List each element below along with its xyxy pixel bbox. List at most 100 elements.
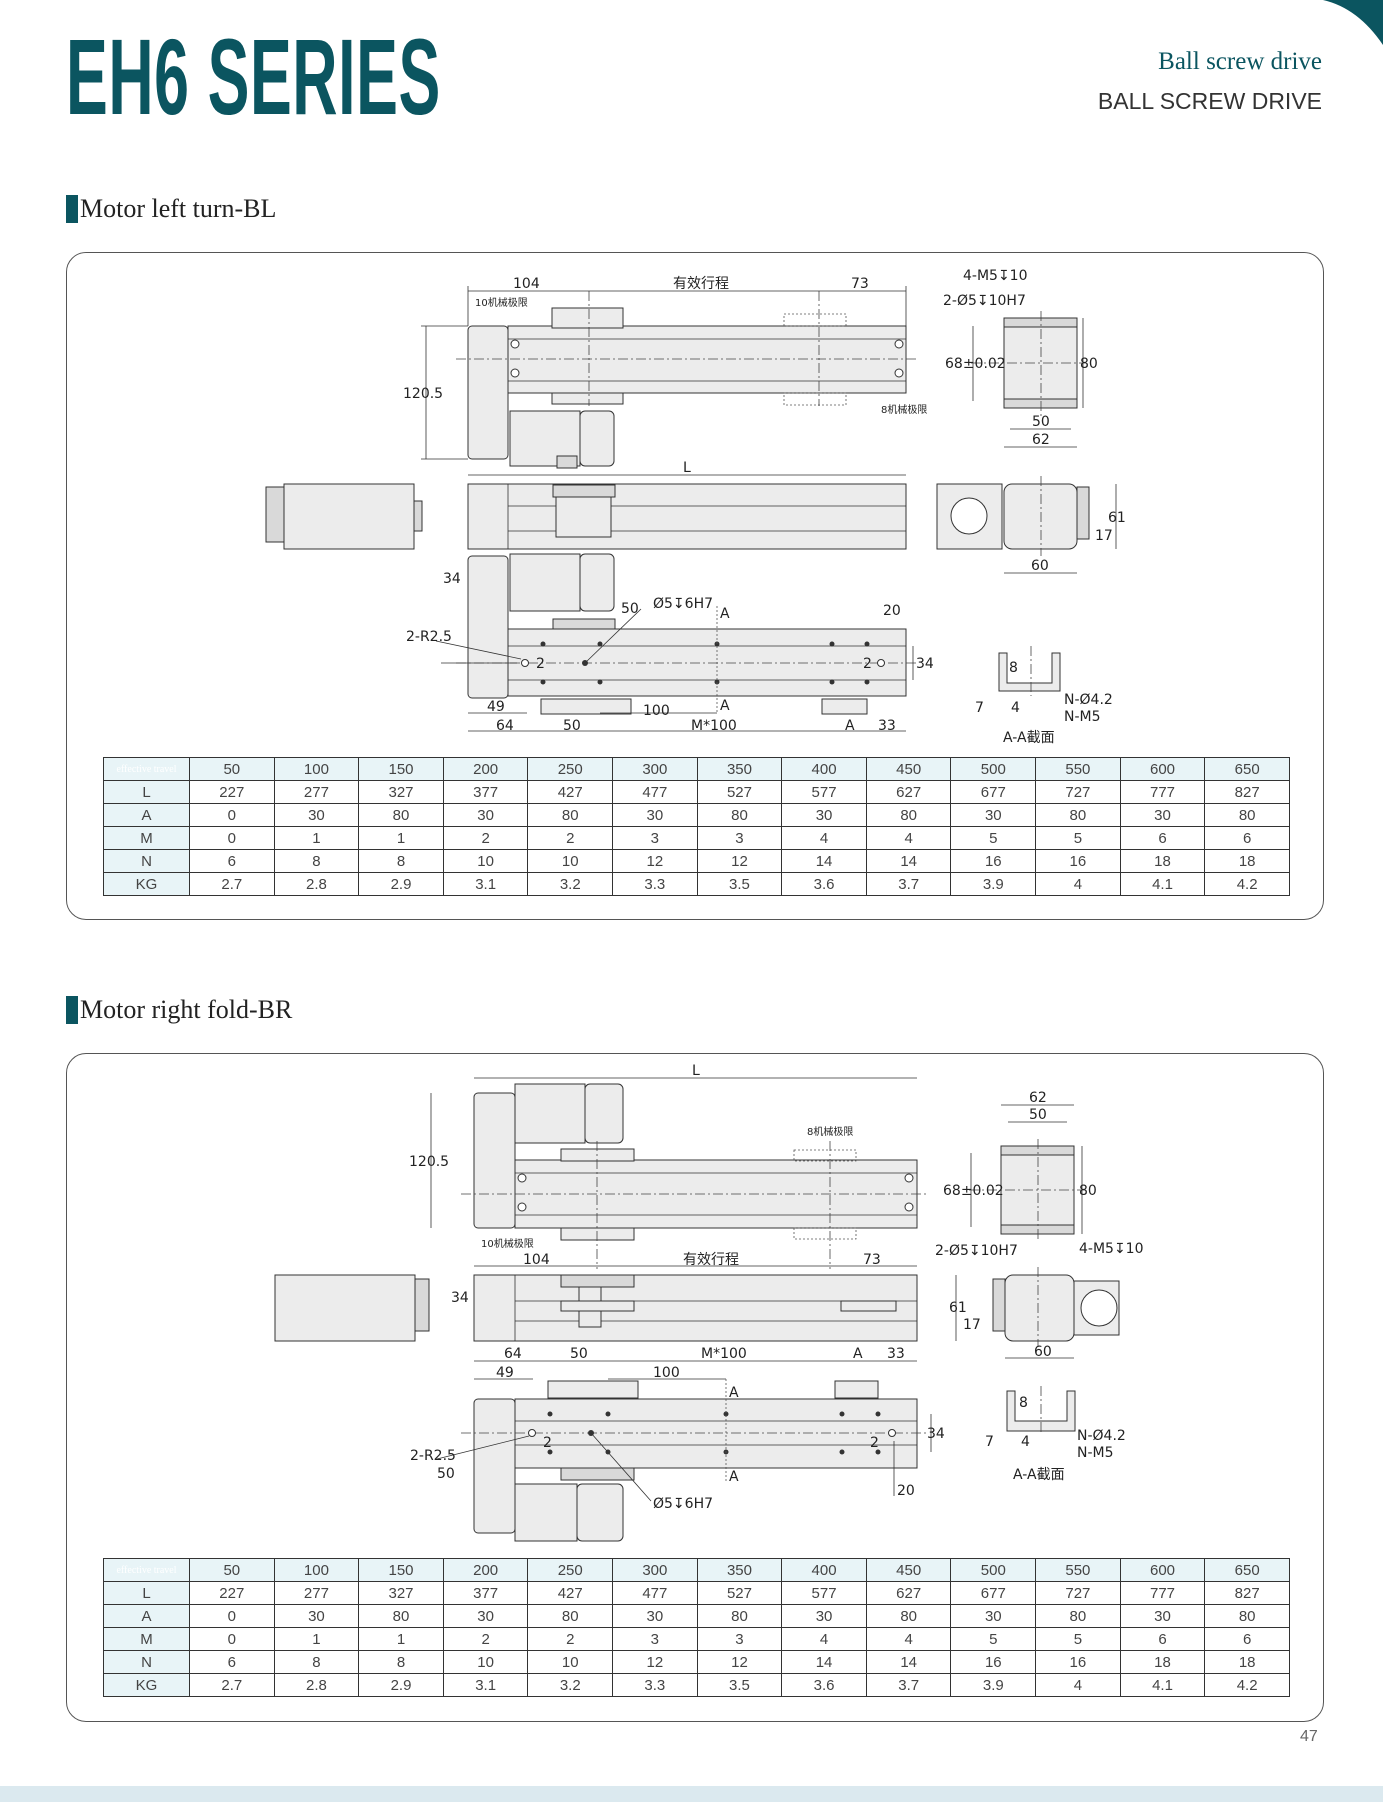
header-cell: 550 bbox=[1035, 757, 1121, 781]
dim-73: 73 bbox=[863, 1252, 881, 1268]
table-cell: 16 bbox=[1035, 1650, 1121, 1674]
dim-50-carriage: 50 bbox=[563, 718, 581, 734]
dim-104: 104 bbox=[523, 1252, 550, 1268]
dim-50-pin: 50 bbox=[437, 1466, 455, 1482]
table-cell: 327 bbox=[358, 780, 444, 804]
table-cell: 8 bbox=[358, 1650, 444, 1674]
table-cell: 30 bbox=[781, 1604, 867, 1628]
section-mark-a-bottom: A bbox=[720, 698, 730, 714]
header-cell: 650 bbox=[1204, 757, 1290, 781]
dim-68: 68±0.02 bbox=[943, 1183, 1004, 1199]
table-cell: 30 bbox=[442, 803, 529, 827]
table-cell: 80 bbox=[865, 1604, 952, 1628]
table-cell: 3.7 bbox=[865, 872, 952, 896]
table-cell: 6 bbox=[1119, 826, 1206, 850]
table-cell: 3.9 bbox=[950, 872, 1037, 896]
dim-50-pin: 50 bbox=[621, 601, 639, 617]
table-cell: 80 bbox=[865, 803, 952, 827]
header-cell: 650 bbox=[1204, 1558, 1290, 1582]
table-cell: 527 bbox=[696, 780, 783, 804]
dim-limit-8: 8机械极限 bbox=[881, 403, 927, 416]
table-cell: 4.2 bbox=[1204, 872, 1290, 896]
table-cell: 777 bbox=[1119, 1581, 1206, 1605]
table-cell: 80 bbox=[1204, 1604, 1290, 1628]
table-cell: 0 bbox=[189, 803, 275, 827]
header-cell: 300 bbox=[612, 1558, 698, 1582]
dim-34-side: 34 bbox=[451, 1290, 469, 1306]
section-a-a: 8 7 4 N-Ø4.2 N-M5 A-A截面 bbox=[975, 646, 1113, 746]
table-cell: 577 bbox=[781, 780, 867, 804]
header-cell: 250 bbox=[527, 1558, 614, 1582]
header-cell: 100 bbox=[273, 757, 360, 781]
table-cell: 18 bbox=[1119, 849, 1206, 873]
dim-120-5: 120.5 bbox=[403, 386, 443, 402]
table-cell: 4 bbox=[865, 1627, 952, 1651]
dim-17: 17 bbox=[963, 1317, 981, 1333]
bottom-view: 64 50 M*100 A 33 49 100 A 34 2 2 2-R2.5 … bbox=[410, 1346, 945, 1542]
table-cell: 30 bbox=[612, 1604, 698, 1628]
dim-n-4-2: N-Ø4.2 bbox=[1077, 1428, 1126, 1444]
header-cell: 200 bbox=[442, 757, 529, 781]
table-cell: 627 bbox=[865, 780, 952, 804]
table-cell: 16 bbox=[950, 1650, 1037, 1674]
dim-2-right: 2 bbox=[870, 1435, 879, 1451]
section-mark-a-top: A bbox=[720, 606, 730, 622]
table-cell: 3 bbox=[696, 826, 783, 850]
dim-m-100: M*100 bbox=[691, 718, 737, 734]
table-cell: 18 bbox=[1204, 849, 1290, 873]
table-cell: 2 bbox=[442, 1627, 529, 1651]
dim-20: 20 bbox=[897, 1483, 915, 1499]
table-cell: 2.7 bbox=[189, 1673, 275, 1697]
dim-34-rail: 34 bbox=[916, 656, 934, 672]
header-cell: 500 bbox=[950, 1558, 1037, 1582]
page-number: 47 bbox=[1300, 1728, 1318, 1745]
table-cell: 80 bbox=[358, 803, 444, 827]
section-mark-a-bottom: A bbox=[729, 1469, 739, 1485]
table-cell: 3.2 bbox=[527, 1673, 614, 1697]
footer-band bbox=[0, 1786, 1383, 1802]
dim-61: 61 bbox=[949, 1300, 967, 1316]
heading-bar bbox=[66, 996, 78, 1024]
table-cell: 4 bbox=[1035, 872, 1121, 896]
dim-61: 61 bbox=[1108, 510, 1126, 526]
section-title: Motor left turn-BL bbox=[80, 194, 277, 223]
header-cell: 600 bbox=[1119, 1558, 1206, 1582]
dim-r2-5: 2-R2.5 bbox=[410, 1448, 456, 1464]
table-cell: 30 bbox=[1119, 803, 1206, 827]
table-cell: 6 bbox=[1204, 1627, 1290, 1651]
header-cell: 50 bbox=[189, 757, 275, 781]
table-cell: 427 bbox=[527, 780, 614, 804]
header-cell: 350 bbox=[696, 1558, 783, 1582]
dim-n-4-2: N-Ø4.2 bbox=[1064, 692, 1113, 708]
table-cell: 8 bbox=[273, 1650, 360, 1674]
dim-L: L bbox=[692, 1063, 700, 1079]
row-label: M bbox=[103, 1627, 190, 1651]
table-cell: 227 bbox=[189, 780, 275, 804]
dim-a: A bbox=[845, 718, 855, 734]
table-cell: 10 bbox=[442, 1650, 529, 1674]
table-cell: 3.5 bbox=[696, 872, 783, 896]
table-cell: 277 bbox=[273, 780, 360, 804]
table-cell: 4 bbox=[781, 826, 867, 850]
dim-2-right: 2 bbox=[863, 656, 872, 672]
end-view-top: 62 50 68±0.02 80 2-Ø5↧10H7 4-M5↧10 bbox=[935, 1090, 1144, 1259]
table-cell: 5 bbox=[950, 1627, 1037, 1651]
table-cell: 677 bbox=[950, 780, 1037, 804]
dim-100: 100 bbox=[643, 703, 670, 719]
table-cell: 0 bbox=[189, 1604, 275, 1628]
table-cell: 8 bbox=[358, 849, 444, 873]
table-cell: 2.9 bbox=[358, 1673, 444, 1697]
dim-n-m5: N-M5 bbox=[1077, 1445, 1114, 1461]
dim-73: 73 bbox=[851, 276, 869, 292]
dim-100: 100 bbox=[653, 1365, 680, 1381]
table-cell: 3 bbox=[612, 826, 698, 850]
table-cell: 5 bbox=[950, 826, 1037, 850]
dim-pin-hole: 2-Ø5↧10H7 bbox=[935, 1243, 1018, 1259]
table-cell: 80 bbox=[1035, 803, 1121, 827]
subtitle-serif: Ball screw drive bbox=[1158, 48, 1322, 75]
table-cell: 327 bbox=[358, 1581, 444, 1605]
table-cell: 4.1 bbox=[1119, 872, 1206, 896]
table-cell: 14 bbox=[865, 1650, 952, 1674]
